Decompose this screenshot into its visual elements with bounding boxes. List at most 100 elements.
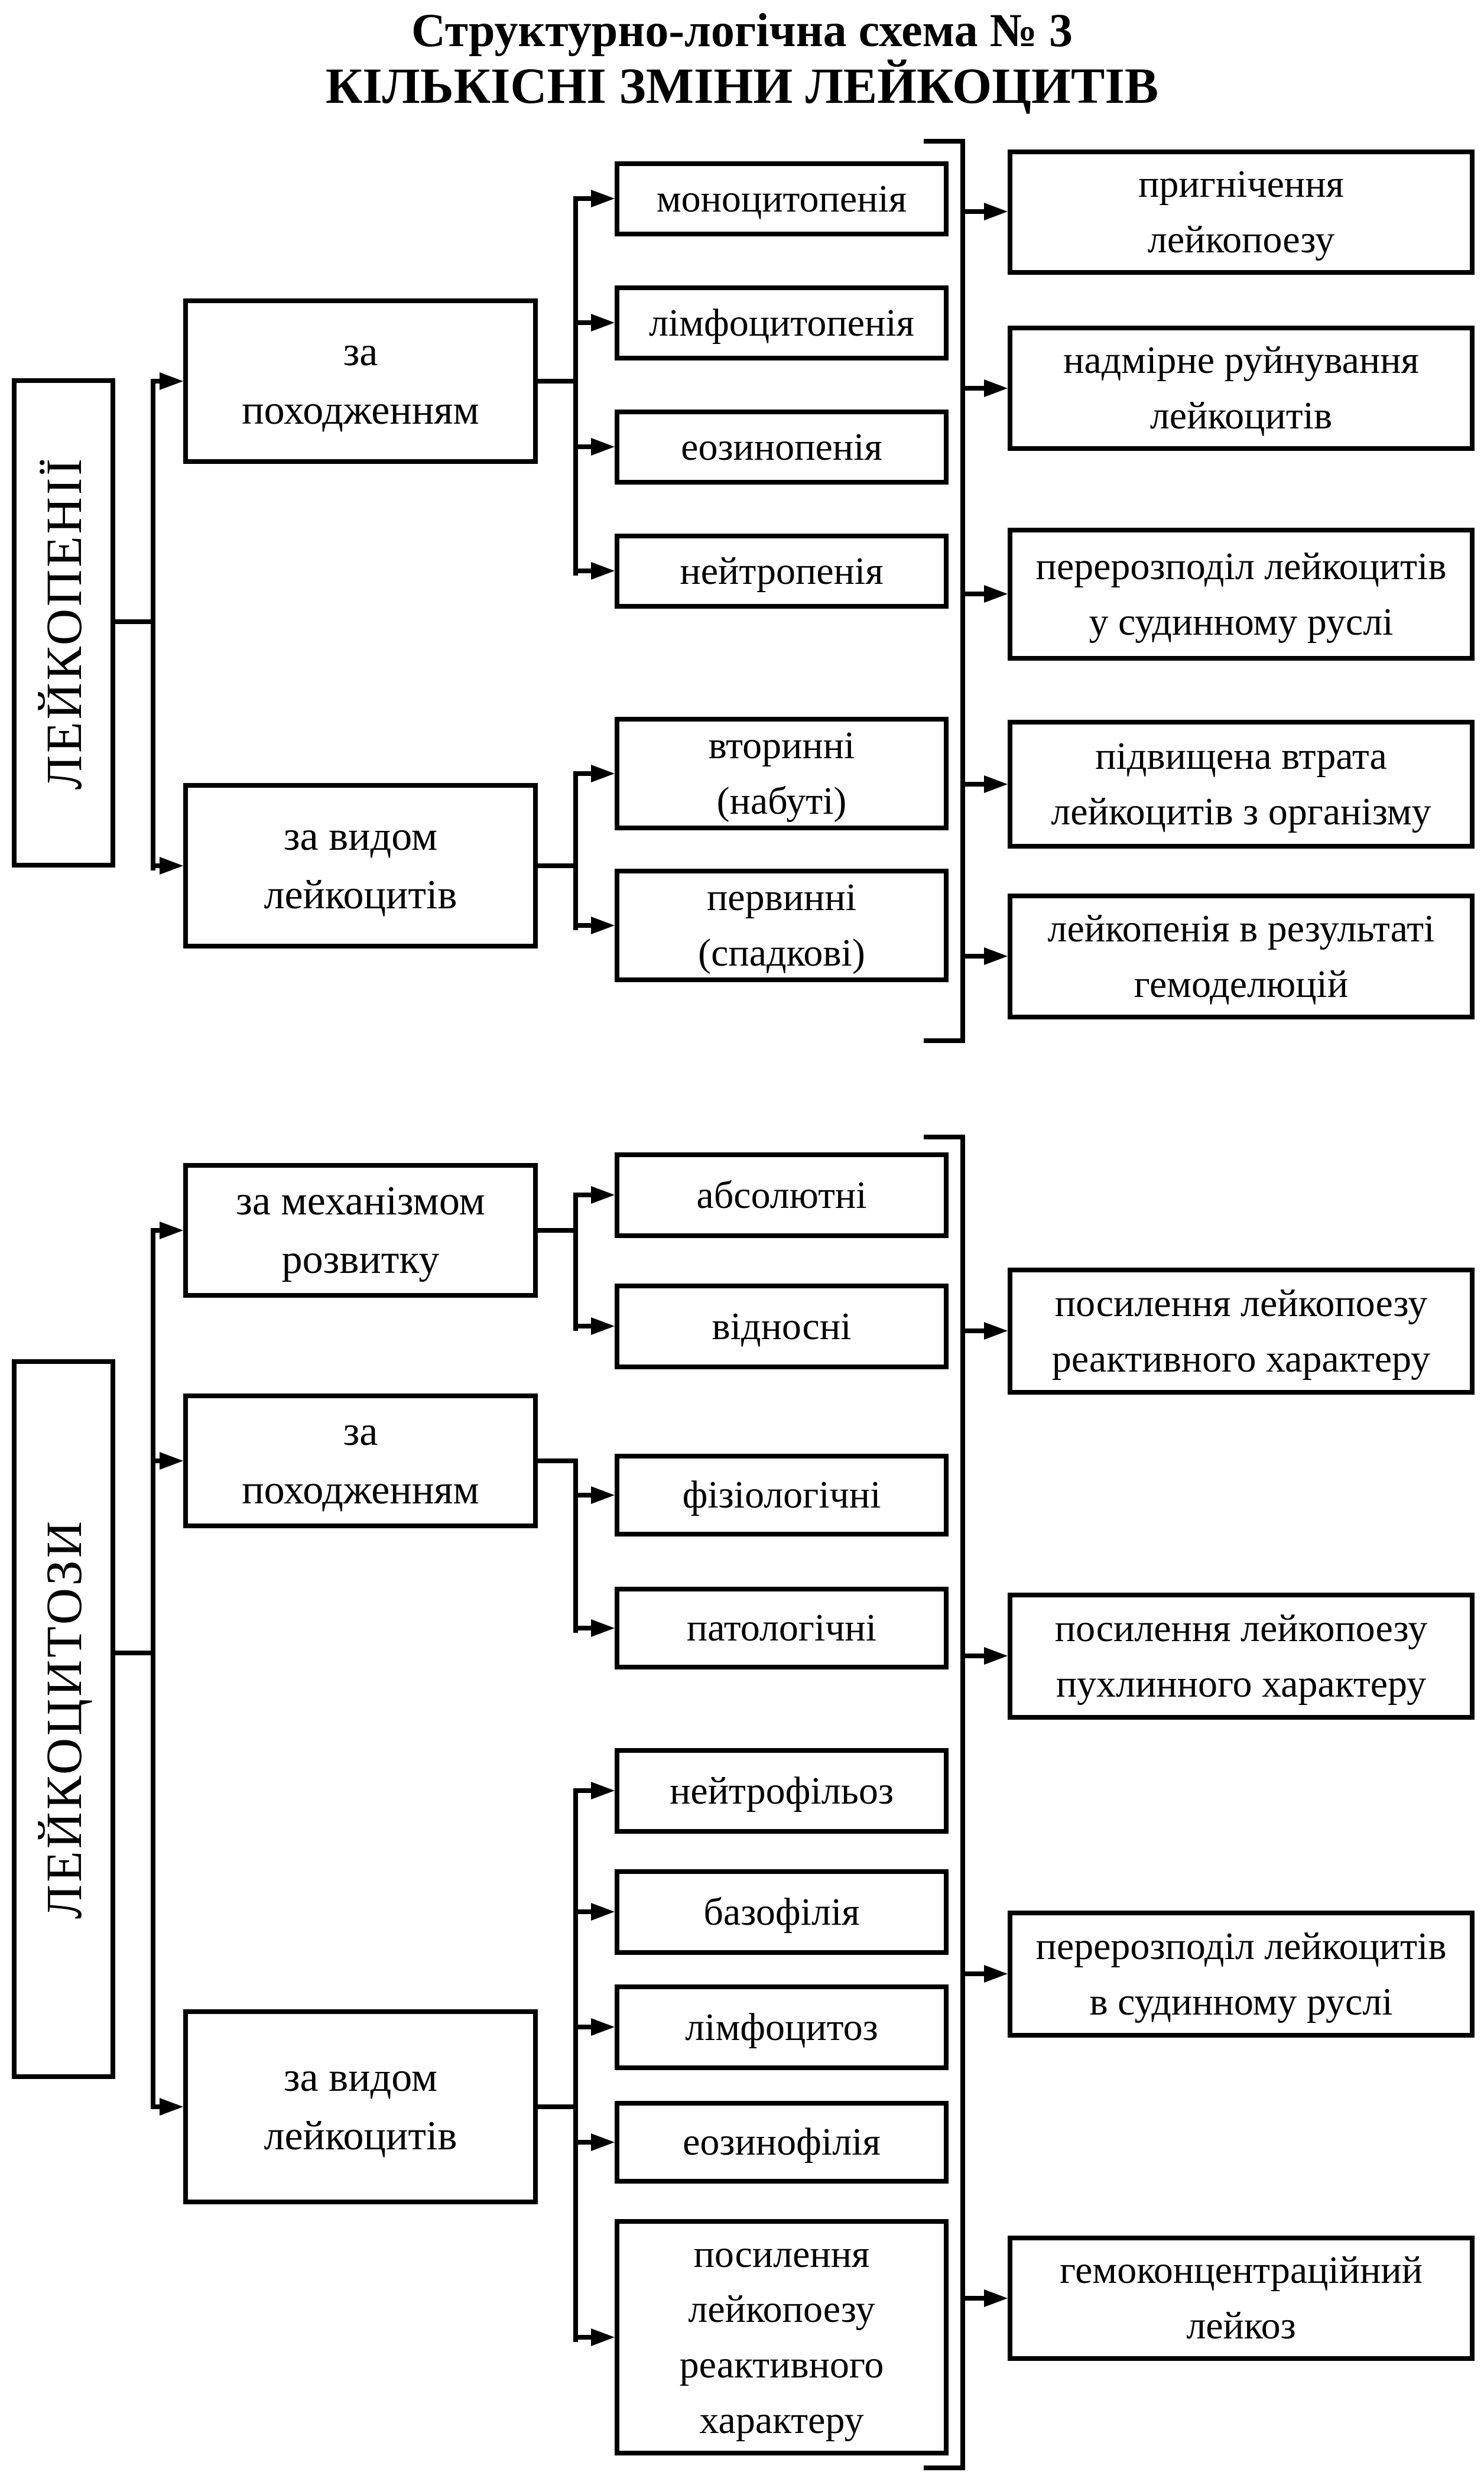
node-label: базофілія bbox=[703, 1890, 860, 1934]
connector-line bbox=[151, 1458, 163, 1463]
node-label: за видом лейкоцитів bbox=[264, 813, 457, 918]
node-label: підвищена втрата лейкоцитів з організму bbox=[1051, 735, 1431, 833]
node-physiological: фізіологічні bbox=[615, 1454, 949, 1537]
node-eosinophilia: еозинофілія bbox=[615, 2101, 949, 2184]
node-label: ЛЕЙКОПЕНІЇ bbox=[35, 456, 92, 790]
node-secondary: вторинні (набуті) bbox=[615, 717, 949, 830]
connector-line bbox=[538, 1458, 578, 1463]
bracket-line bbox=[960, 1135, 965, 2470]
connector-line bbox=[573, 1909, 595, 1914]
arrowhead-icon bbox=[591, 190, 615, 207]
connector-line bbox=[151, 863, 163, 868]
node-hemodilution-leukopenia: лейкопенія в результаті гемоделюцій bbox=[1008, 894, 1475, 1019]
node-label: нейтропенія bbox=[680, 549, 884, 593]
arrowhead-icon bbox=[591, 1903, 615, 1921]
connector-line bbox=[573, 1788, 578, 2342]
arrowhead-icon bbox=[984, 775, 1008, 793]
connector-line bbox=[965, 2296, 988, 2301]
arrowhead-icon bbox=[160, 857, 183, 875]
arrowhead-icon bbox=[160, 1222, 183, 1239]
connector-line bbox=[965, 1328, 988, 1333]
node-label: відносні bbox=[712, 1304, 852, 1348]
arrowhead-icon bbox=[984, 1322, 1008, 1340]
connector-line bbox=[573, 1626, 595, 1630]
node-label: фізіологічні bbox=[682, 1473, 881, 1517]
connector-line bbox=[965, 1654, 988, 1658]
arrowhead-icon bbox=[984, 203, 1008, 220]
node-label: надмірне руйнування лейкоцитів bbox=[1063, 339, 1419, 437]
node-label: лімфоцитоз bbox=[685, 2005, 878, 2049]
arrowhead-icon bbox=[984, 947, 1008, 965]
connector-line bbox=[573, 320, 595, 325]
node-by-origin-2: за походженням bbox=[183, 1393, 538, 1528]
node-label: первинні (спадкові) bbox=[698, 876, 865, 974]
arrowhead-icon bbox=[984, 1647, 1008, 1665]
node-label: еозинопенія bbox=[681, 425, 882, 469]
arrowhead-icon bbox=[160, 372, 183, 390]
node-eosinopenia: еозинопенія bbox=[615, 410, 949, 485]
arrowhead-icon bbox=[984, 379, 1008, 397]
connector-line bbox=[573, 2025, 595, 2029]
connector-line bbox=[115, 619, 155, 624]
node-leukocytozy-root: ЛЕЙКОЦИТОЗИ bbox=[12, 1359, 115, 2079]
connector-line bbox=[573, 923, 595, 928]
node-label: нейтрофільоз bbox=[670, 1769, 894, 1812]
bracket-hook bbox=[924, 1135, 965, 1139]
node-neutrophilia: нейтрофільоз bbox=[615, 1748, 949, 1834]
node-label: моноцитопенія bbox=[656, 177, 907, 220]
connector-line bbox=[151, 379, 155, 870]
bracket-hook bbox=[924, 139, 965, 144]
connector-line bbox=[965, 386, 988, 391]
connector-line bbox=[538, 1228, 578, 1233]
connector-line bbox=[573, 2140, 595, 2145]
arrowhead-icon bbox=[591, 1782, 615, 1799]
connector-line bbox=[151, 2104, 163, 2109]
node-neutropenia: нейтропенія bbox=[615, 534, 949, 609]
connector-line bbox=[538, 379, 578, 384]
bracket-hook bbox=[924, 2465, 965, 2470]
node-leukopoiesis-suppression: пригнічення лейкопоезу bbox=[1008, 150, 1475, 275]
node-label: абсолютні bbox=[696, 1173, 867, 1217]
connector-line bbox=[573, 444, 595, 449]
connector-line bbox=[573, 1193, 595, 1197]
connector-line bbox=[965, 209, 988, 214]
arrowhead-icon bbox=[984, 585, 1008, 603]
node-excess-destruction: надмірне руйнування лейкоцитів bbox=[1008, 326, 1475, 451]
node-label: за механізмом розвитку bbox=[236, 1178, 485, 1282]
connector-line bbox=[965, 1971, 988, 1976]
node-label: за походженням bbox=[242, 329, 479, 433]
node-label: пригнічення лейкопоезу bbox=[1138, 163, 1344, 261]
node-redistribution-vessels: перерозподіл лейкоцитів у судинному русл… bbox=[1008, 528, 1475, 661]
node-monocytopenia: моноцитопенія bbox=[615, 161, 949, 236]
arrowhead-icon bbox=[984, 2289, 1008, 2307]
diagram-title-line-1: Структурно-логічна схема № 3 bbox=[411, 5, 1073, 57]
node-lymphocytopenia: лімфоцитопенія bbox=[615, 285, 949, 360]
arrowhead-icon bbox=[591, 1317, 615, 1335]
node-by-origin: за походженням bbox=[183, 298, 538, 464]
arrowhead-icon bbox=[984, 1965, 1008, 1983]
connector-line bbox=[151, 1228, 155, 2109]
connector-line bbox=[965, 592, 988, 596]
arrowhead-icon bbox=[591, 765, 615, 782]
node-by-mechanism: за механізмом розвитку bbox=[183, 1163, 538, 1298]
connector-line bbox=[965, 782, 988, 787]
connector-line bbox=[151, 1228, 163, 1233]
node-basophilia: базофілія bbox=[615, 1869, 949, 1955]
arrowhead-icon bbox=[591, 2133, 615, 2151]
connector-line bbox=[573, 1458, 578, 1633]
node-primary: первинні (спадкові) bbox=[615, 869, 949, 982]
node-label: посилення лейкопоезу реактивного характе… bbox=[679, 2232, 884, 2442]
node-tumor-intensification: посилення лейкопоезу пухлинного характер… bbox=[1008, 1593, 1475, 1720]
node-lymphocytosis: лімфоцитоз bbox=[615, 1984, 949, 2070]
arrowhead-icon bbox=[591, 314, 615, 332]
connector-line bbox=[573, 196, 578, 576]
node-label: за походженням bbox=[242, 1408, 479, 1513]
connector-line bbox=[573, 569, 595, 573]
connector-line bbox=[573, 1788, 595, 1793]
diagram-title-line-2: КІЛЬКІСНІ ЗМІНИ ЛЕЙКОЦИТІВ bbox=[325, 57, 1159, 114]
node-label: лейкопенія в результаті гемоделюцій bbox=[1047, 907, 1435, 1006]
node-hemoconcentration-leukosis: гемоконцентраційний лейкоз bbox=[1008, 2236, 1475, 2361]
node-label: перерозподіл лейкоцитів в судинному русл… bbox=[1035, 1924, 1447, 2023]
arrowhead-icon bbox=[591, 917, 615, 934]
connector-line bbox=[538, 2104, 578, 2109]
